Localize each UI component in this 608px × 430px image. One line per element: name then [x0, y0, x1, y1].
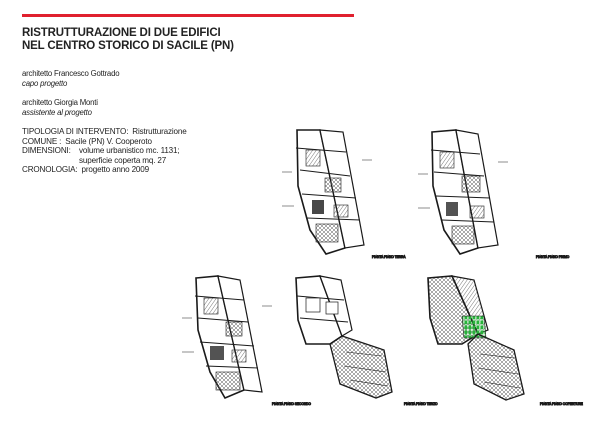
detail-dimensioni: DIMENSIONI: volume urbanistico mc. 1131;…: [22, 146, 187, 165]
plan-caption: PIANTA PIANO PRIMO: [536, 255, 570, 259]
page-title: RISTRUTTURAZIONE DI DUE EDIFICI NEL CENT…: [22, 27, 234, 53]
detail-cronologia: CRONOLOGIA: progetto anno 2009: [22, 165, 187, 175]
detail-label: CRONOLOGIA:: [22, 165, 78, 175]
plan-top-1: PIANTA PIANO TERRA: [282, 129, 407, 260]
credit-name: architetto Giorgia Monti: [22, 98, 98, 107]
detail-value: superficie coperta mq. 27: [79, 155, 167, 165]
credit-name: architetto Francesco Gottrado: [22, 69, 120, 78]
plan-caption: PIANTA PIANO TERZO: [404, 402, 438, 406]
detail-value: Sacile (PN) V. Cooperoto: [65, 136, 152, 146]
title-line-1: RISTRUTTURAZIONE DI DUE EDIFICI: [22, 27, 221, 39]
credit-role: assistente al progetto: [22, 107, 92, 117]
credit-role: capo progetto: [22, 78, 68, 88]
detail-tipologia: TIPOLOGIA DI INTERVENTO: Ristrutturazion…: [22, 127, 187, 137]
accent-rule: [22, 14, 354, 17]
detail-label: DIMENSIONI:: [22, 146, 71, 156]
detail-value: progetto anno 2009: [81, 165, 149, 175]
detail-comune: COMUNE : Sacile (PN) V. Cooperoto: [22, 137, 187, 147]
plan-bottom-3: PIANTA PIANO COPERTURE: [427, 275, 583, 407]
credit-assistant-architect: architetto Giorgia Monti assistente al p…: [22, 98, 98, 117]
plan-top-2: PIANTA PIANO PRIMO: [418, 129, 570, 260]
detail-label: COMUNE :: [22, 136, 62, 146]
credit-lead-architect: architetto Francesco Gottrado capo proge…: [22, 69, 120, 88]
detail-label: TIPOLOGIA DI INTERVENTO:: [22, 127, 129, 136]
detail-value: Ristrutturazione: [132, 127, 187, 136]
plan-bottom-1: PIANTA PIANO SECONDO: [182, 275, 312, 407]
plan-caption: PIANTA PIANO SECONDO: [272, 402, 311, 406]
plan-caption: PIANTA PIANO TERRA: [372, 255, 406, 259]
plan-caption: PIANTA PIANO COPERTURE: [540, 402, 583, 406]
project-details: TIPOLOGIA DI INTERVENTO: Ristrutturazion…: [22, 127, 187, 175]
detail-value: volume urbanistico mc. 1131;: [79, 146, 180, 156]
plan-bottom-2: PIANTA PIANO TERZO: [295, 275, 439, 407]
title-line-2: NEL CENTRO STORICO DI SACILE (PN): [22, 40, 234, 52]
